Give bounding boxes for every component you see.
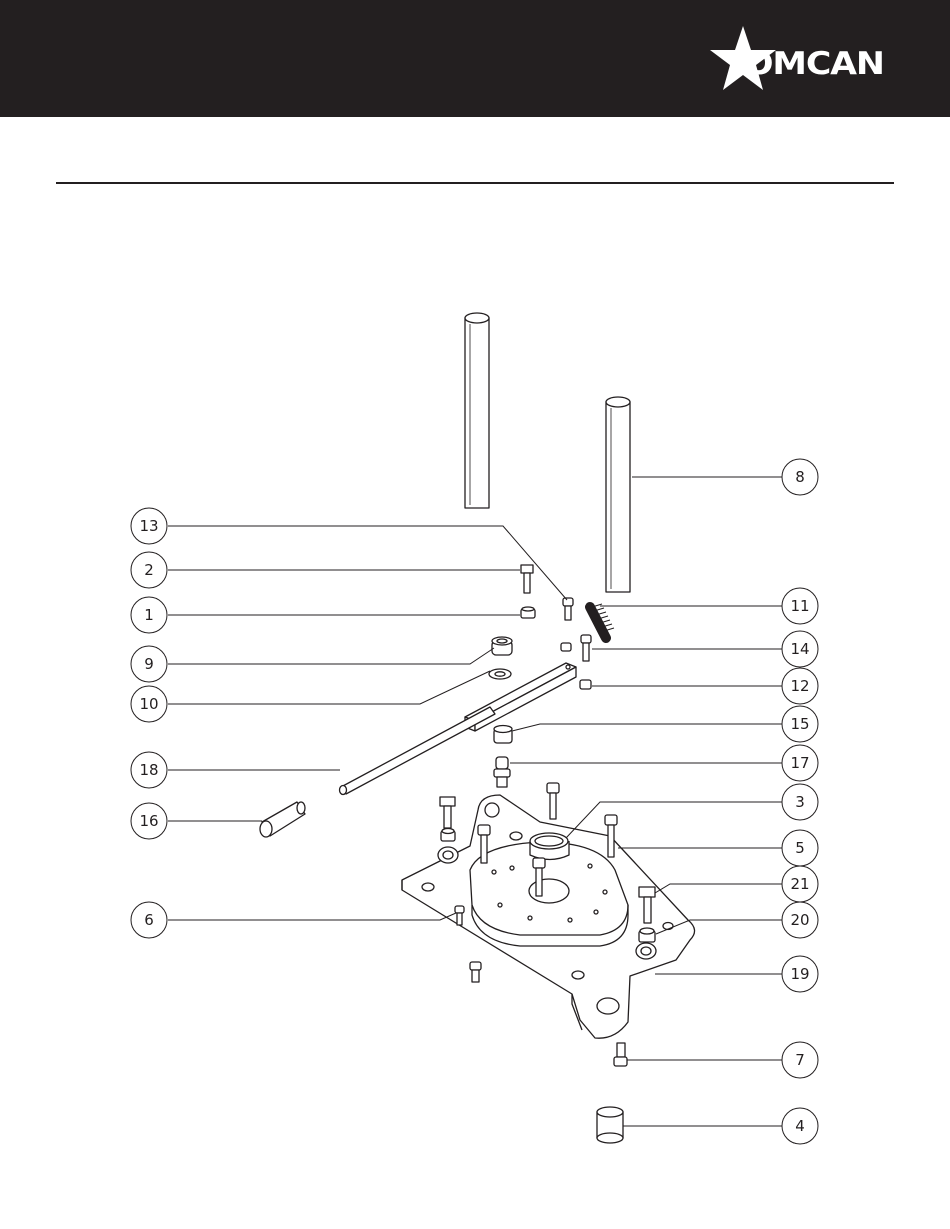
callout-14: 14: [782, 631, 818, 667]
screw-14: [581, 635, 591, 661]
callout-19: 19: [782, 956, 818, 992]
callout-11: 11: [782, 588, 818, 624]
svg-text:19: 19: [790, 965, 809, 983]
callout-7: 7: [782, 1042, 818, 1078]
hex-nut-12: [580, 680, 591, 689]
svg-text:6: 6: [144, 911, 154, 929]
callout-16: 16: [131, 803, 167, 839]
screw-6: [455, 906, 464, 925]
hex-bolt-2: [521, 565, 533, 593]
callout-4: 4: [782, 1108, 818, 1144]
svg-text:2: 2: [144, 561, 154, 579]
svg-text:13: 13: [139, 517, 158, 535]
spring-11: [590, 604, 614, 638]
callout-13: 13: [131, 508, 167, 544]
svg-text:1: 1: [144, 606, 154, 624]
callouts-right: 8 11 14 12 15 17 3 5 21 20 19 7 4: [782, 459, 818, 1144]
hex-bolt-upper: [440, 797, 455, 828]
svg-text:11: 11: [790, 597, 809, 615]
screw-7: [614, 1043, 627, 1066]
callout-5: 5: [782, 830, 818, 866]
svg-text:10: 10: [139, 695, 158, 713]
bushing-15: [494, 726, 512, 744]
svg-text:9: 9: [144, 655, 154, 673]
svg-text:4: 4: [795, 1117, 805, 1135]
callout-8: 8: [782, 459, 818, 495]
screw-bottom-left: [470, 962, 481, 982]
callout-20: 20: [782, 902, 818, 938]
sleeve-4: [597, 1107, 623, 1143]
svg-text:16: 16: [139, 812, 158, 830]
bushing-9: [492, 637, 512, 655]
svg-text:15: 15: [790, 715, 809, 733]
leader-lines: [168, 477, 782, 1126]
svg-text:8: 8: [795, 468, 805, 486]
svg-text:7: 7: [795, 1051, 805, 1069]
callout-18: 18: [131, 752, 167, 788]
washer-10: [489, 669, 511, 679]
guide-rod-right: [606, 397, 630, 592]
hex-nut-1: [521, 607, 535, 618]
callout-2: 2: [131, 552, 167, 588]
callout-15: 15: [782, 706, 818, 742]
svg-text:14: 14: [790, 640, 809, 658]
callout-6: 6: [131, 902, 167, 938]
svg-text:20: 20: [790, 911, 809, 929]
hex-nut-lower: [441, 829, 455, 842]
svg-text:5: 5: [795, 839, 805, 857]
callouts-left: 13 2 1 9 10 18 16 6: [131, 508, 167, 938]
callout-21: 21: [782, 866, 818, 902]
svg-text:3: 3: [795, 793, 805, 811]
svg-text:17: 17: [790, 754, 809, 772]
svg-text:21: 21: [790, 875, 809, 893]
callout-12: 12: [782, 668, 818, 704]
callout-3: 3: [782, 784, 818, 820]
callout-17: 17: [782, 745, 818, 781]
screw-13: [563, 598, 573, 620]
pin-17: [494, 757, 510, 787]
small-nut: [561, 643, 571, 651]
socket-screw-center: [547, 783, 559, 819]
callout-10: 10: [131, 686, 167, 722]
lever-rod-18: [340, 707, 496, 795]
hex-nut-20: [639, 928, 655, 942]
callout-9: 9: [131, 646, 167, 682]
ring-3: [530, 833, 569, 860]
handle-grip-16: [260, 802, 305, 837]
callout-1: 1: [131, 597, 167, 633]
svg-text:12: 12: [790, 677, 809, 695]
svg-text:18: 18: [139, 761, 158, 779]
guide-rod-left: [465, 313, 489, 508]
